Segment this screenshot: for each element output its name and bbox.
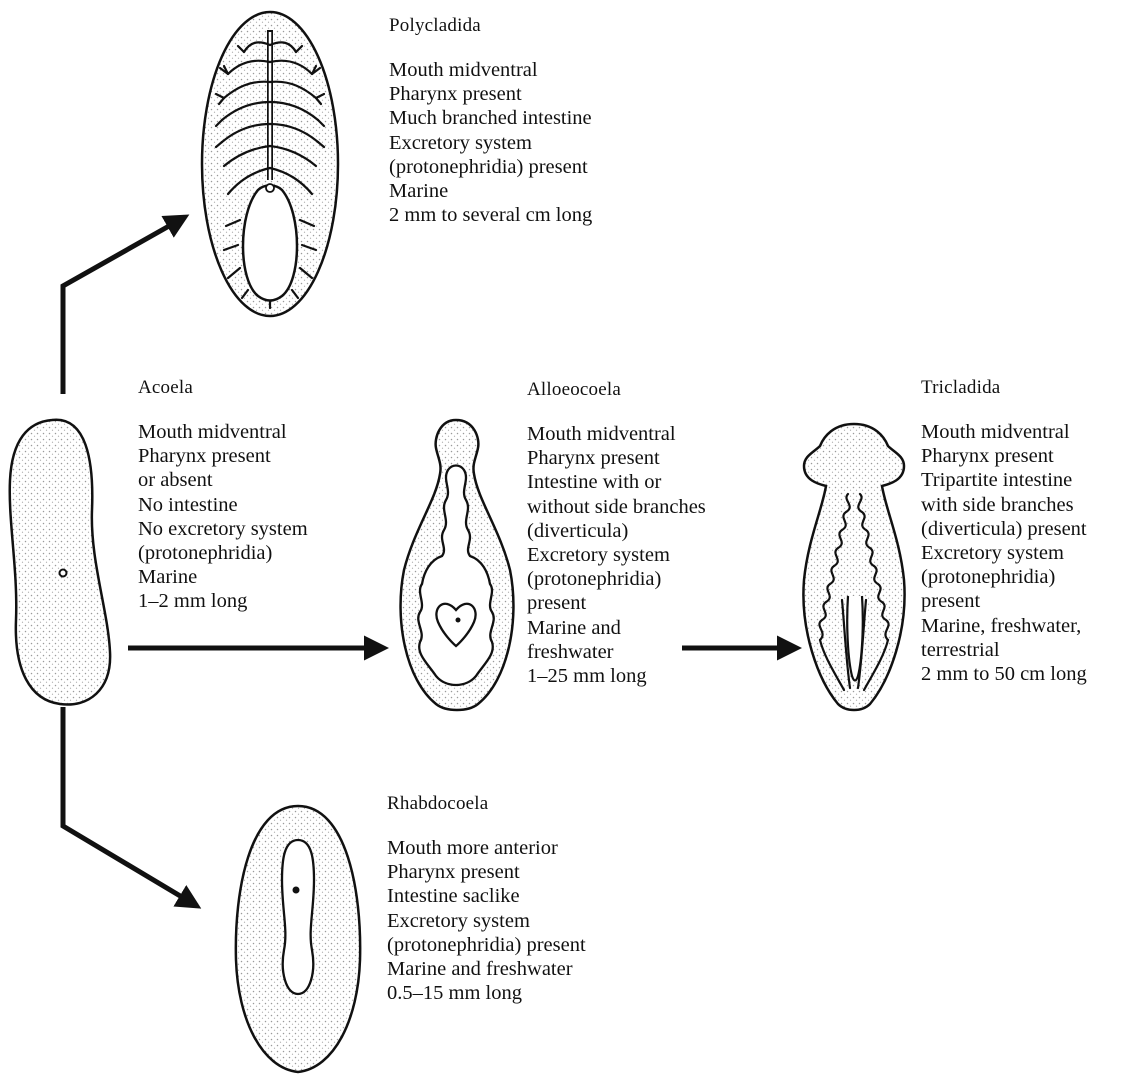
tricladida-title: Tricladida: [921, 376, 1087, 400]
trait-line: Excretory system: [387, 909, 586, 933]
trait-line: (protonephridia) present: [389, 155, 592, 179]
polycladida-title: Polycladida: [389, 14, 592, 38]
trait-line: freshwater: [527, 640, 706, 664]
alloeocoela-illustration: [401, 420, 514, 710]
polycladida-illustration: [202, 12, 338, 316]
trait-line: present: [527, 591, 706, 615]
trait-line: Much branched intestine: [389, 106, 592, 130]
trait-line: Pharynx present: [389, 82, 592, 106]
acoela-illustration: [10, 420, 110, 705]
alloeocoela-title: Alloeocoela: [527, 378, 706, 402]
alloeocoela-traits: Mouth midventral Pharynx present Intesti…: [527, 422, 706, 688]
trait-line: Excretory system: [921, 541, 1087, 565]
trait-line: Marine and freshwater: [387, 957, 586, 981]
trait-line: 1–25 mm long: [527, 664, 706, 688]
trait-line: 2 mm to several cm long: [389, 203, 592, 227]
trait-line: (protonephridia): [921, 565, 1087, 589]
trait-line: Marine: [138, 565, 308, 589]
trait-line: Mouth midventral: [527, 422, 706, 446]
trait-line: without side branches: [527, 495, 706, 519]
arrow-to-polycladida: [63, 217, 185, 394]
rhabdocoela-traits: Mouth more anterior Pharynx present Inte…: [387, 836, 586, 1005]
trait-line: terrestrial: [921, 638, 1087, 662]
tricladida-illustration: [803, 424, 904, 710]
trait-line: or absent: [138, 468, 308, 492]
trait-line: Pharynx present: [921, 444, 1087, 468]
trait-line: Excretory system: [389, 131, 592, 155]
trait-line: 2 mm to 50 cm long: [921, 662, 1087, 686]
arrow-to-rhabdocoela: [63, 707, 197, 906]
trait-line: Mouth midventral: [138, 420, 308, 444]
polycladida-traits: Mouth midventral Pharynx present Much br…: [389, 58, 592, 227]
trait-line: No intestine: [138, 493, 308, 517]
tricladida-traits: Mouth midventral Pharynx present Tripart…: [921, 420, 1087, 686]
polycladida-group: Polycladida Mouth midventral Pharynx pre…: [389, 14, 592, 227]
trait-line: Excretory system: [527, 543, 706, 567]
trait-line: Intestine with or: [527, 470, 706, 494]
trait-line: (diverticula): [527, 519, 706, 543]
trait-line: Mouth midventral: [921, 420, 1087, 444]
trait-line: 1–2 mm long: [138, 589, 308, 613]
trait-line: Pharynx present: [138, 444, 308, 468]
acoela-traits: Mouth midventral Pharynx present or abse…: [138, 420, 308, 614]
rhabdocoela-title: Rhabdocoela: [387, 792, 586, 816]
trait-line: (protonephridia): [527, 567, 706, 591]
trait-line: Mouth midventral: [389, 58, 592, 82]
trait-line: Pharynx present: [387, 860, 586, 884]
trait-line: Marine, freshwater,: [921, 614, 1087, 638]
trait-line: (protonephridia): [138, 541, 308, 565]
trait-line: Marine and: [527, 616, 706, 640]
trait-line: present: [921, 589, 1087, 613]
trait-line: Pharynx present: [527, 446, 706, 470]
trait-line: Intestine saclike: [387, 884, 586, 908]
trait-line: Marine: [389, 179, 592, 203]
trait-line: (protonephridia) present: [387, 933, 586, 957]
trait-line: with side branches: [921, 493, 1087, 517]
rhabdocoela-group: Rhabdocoela Mouth more anterior Pharynx …: [387, 792, 586, 1005]
rhabdocoela-illustration: [236, 806, 360, 1072]
tricladida-group: Tricladida Mouth midventral Pharynx pres…: [921, 376, 1087, 686]
alloeocoela-group: Alloeocoela Mouth midventral Pharynx pre…: [527, 378, 706, 688]
trait-line: Tripartite intestine: [921, 468, 1087, 492]
acoela-title: Acoela: [138, 376, 308, 400]
acoela-group: Acoela Mouth midventral Pharynx present …: [138, 376, 308, 614]
trait-line: (diverticula) present: [921, 517, 1087, 541]
trait-line: No excretory system: [138, 517, 308, 541]
trait-line: Mouth more anterior: [387, 836, 586, 860]
trait-line: 0.5–15 mm long: [387, 981, 586, 1005]
